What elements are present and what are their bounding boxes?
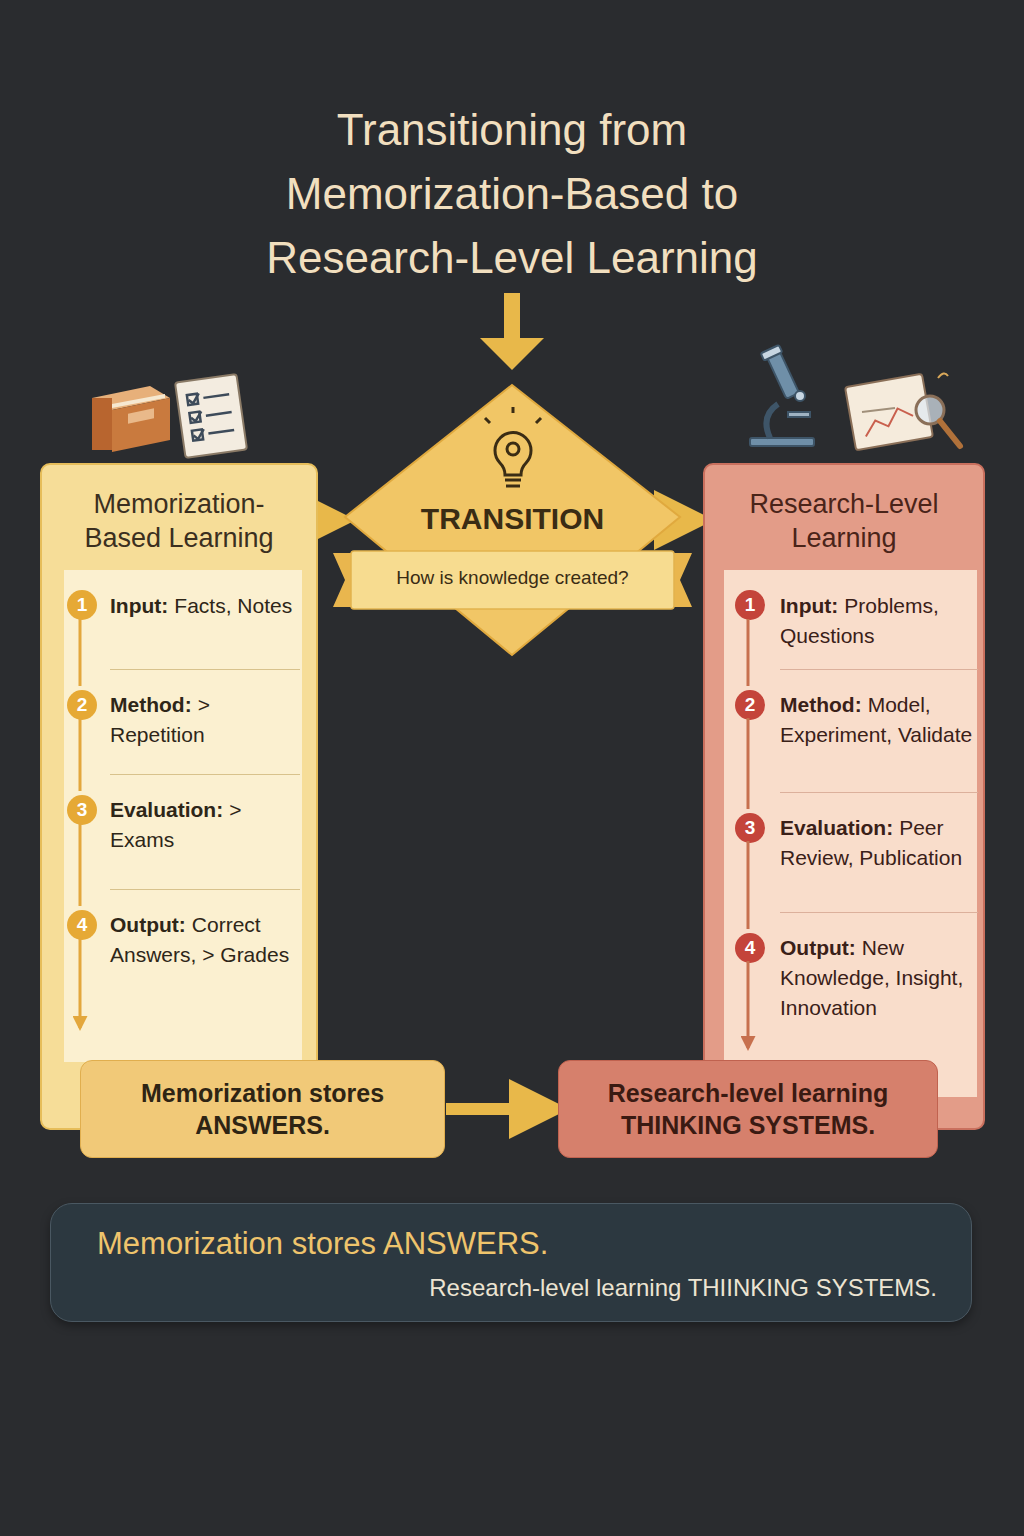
step-number-text: 1 (77, 594, 88, 615)
banner-line: Research-level learning THIINKING SYSTEM… (429, 1272, 937, 1304)
diagram-title: Transitioning from Memorization-Based to… (212, 98, 812, 290)
step-number-text: 4 (77, 914, 88, 935)
step-label: Input: (110, 594, 168, 617)
step-label: Method: (110, 693, 192, 716)
step-label: Output: (110, 913, 186, 936)
step-number: 1 (735, 590, 765, 620)
step-label: Method: (780, 693, 862, 716)
step-text: Method:> Repetition (110, 690, 300, 750)
panel-heading: Memorization- Based Learning (42, 465, 316, 555)
step-text: Output:New Knowledge, Insight, Innovatio… (780, 933, 978, 1023)
left-step-line (79, 619, 82, 1028)
checklist-icon (175, 374, 247, 458)
step-value: Facts, Notes (174, 594, 292, 617)
panel-heading: Research-Level Learning (705, 465, 983, 555)
step-item: Output:Correct Answers, > Grades4 (110, 889, 300, 1039)
step-number-text: 2 (745, 694, 756, 715)
step-item: Evaluation:Peer Review, Publication3 (780, 792, 978, 912)
transition-diamond: TRANSITION How is knowledge created? (345, 385, 680, 655)
step-label: Evaluation: (110, 798, 223, 821)
step-label: Evaluation: (780, 816, 893, 839)
step-text: Evaluation:Peer Review, Publication (780, 813, 978, 873)
step-number: 3 (67, 795, 97, 825)
summary-banner: Memorization stores ANSWERS. Research-lev… (50, 1203, 972, 1322)
step-number: 2 (735, 690, 765, 720)
step-number: 4 (735, 933, 765, 963)
paper-icon (845, 373, 960, 450)
microscope-icon (750, 345, 814, 446)
step-text: Method:Model, Experiment, Validate (780, 690, 978, 750)
flow-arrow (319, 514, 344, 526)
step-item: Method:Model, Experiment, Validate2 (780, 669, 978, 792)
step-item: Method:> Repetition2 (110, 669, 300, 774)
step-text: Output:Correct Answers, > Grades (110, 910, 300, 970)
step-text: Evaluation:> Exams (110, 795, 300, 855)
bulb-icon (485, 407, 541, 486)
step-number: 2 (67, 690, 97, 720)
diamond-heading: TRANSITION (345, 499, 680, 539)
step-item: Input:Problems, Questions1 (780, 585, 978, 669)
flow-arrow (446, 1103, 557, 1115)
step-number-text: 2 (77, 694, 88, 715)
step-label: Output: (780, 936, 856, 959)
summary-text: Research-level learning THINKING SYSTEMS… (577, 1077, 919, 1141)
step-number: 4 (67, 910, 97, 940)
right-step-line (747, 619, 750, 1048)
step-number-text: 3 (77, 799, 88, 820)
step-text: Input: Facts, Notes (110, 591, 300, 621)
step-number: 3 (735, 813, 765, 843)
title-arrow (480, 293, 544, 370)
diamond-question: How is knowledge created? (345, 563, 680, 593)
research-panel: Research-Level LearningInput:Problems, Q… (703, 463, 985, 1130)
summary-box: Memorization stores ANSWERS. (80, 1060, 445, 1158)
memorization-panel: Memorization- Based LearningInput: Facts,… (40, 463, 318, 1130)
step-number-text: 4 (745, 937, 756, 958)
step-number-text: 1 (745, 594, 756, 615)
step-text: Input:Problems, Questions (780, 591, 978, 651)
step-number: 1 (67, 590, 97, 620)
step-item: Input:Facts, Notes1 (110, 585, 300, 669)
summary-box: Research-level learning THINKING SYSTEMS… (558, 1060, 938, 1158)
step-item: Evaluation:> Exams3 (110, 774, 300, 889)
book-icon (92, 386, 170, 452)
banner-line: Memorization stores ANSWERS. (97, 1224, 548, 1264)
step-item: Output:New Knowledge, Insight, Innovatio… (780, 912, 978, 1082)
flow-arrow (681, 514, 702, 526)
step-label: Input: (780, 594, 838, 617)
summary-text: Memorization stores ANSWERS. (99, 1077, 426, 1141)
step-number-text: 3 (745, 817, 756, 838)
